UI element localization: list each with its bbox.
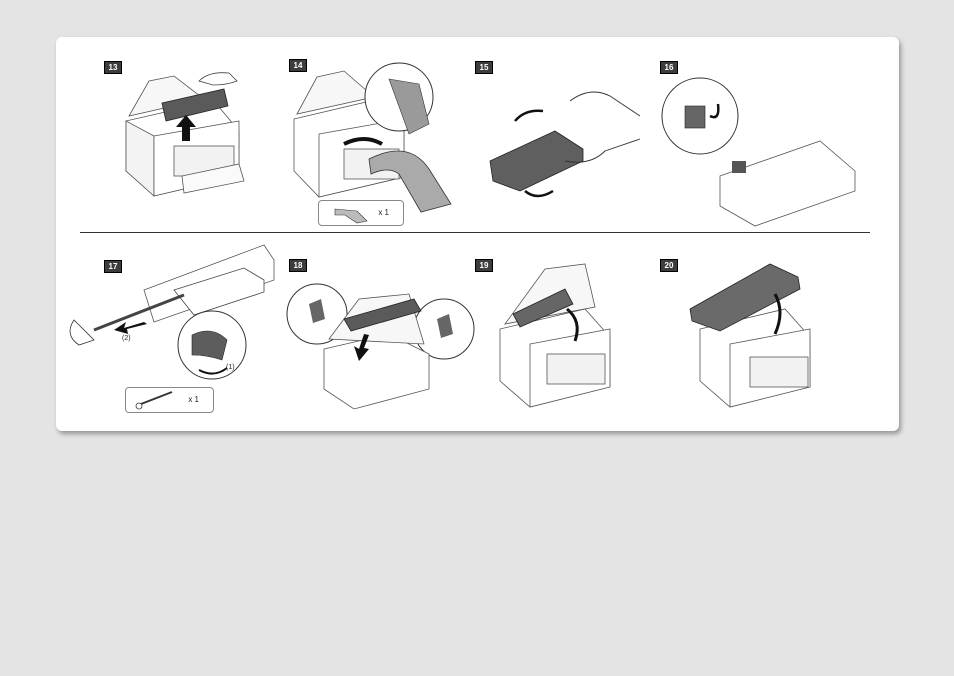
step-13: 13 xyxy=(104,61,284,231)
seal-part-icon xyxy=(130,388,190,412)
arrow-left-icon xyxy=(114,322,147,334)
step-19: 19 xyxy=(475,259,655,429)
step-20: 20 xyxy=(660,259,840,429)
row-divider xyxy=(80,232,870,233)
rotate-arrow-icon xyxy=(515,111,543,121)
hand-icon xyxy=(570,92,640,116)
hand-icon xyxy=(199,73,237,85)
shake-cartridge-illustration xyxy=(475,61,655,231)
insert-cartridge-illustration xyxy=(289,259,469,429)
remove-seal-illustration xyxy=(660,61,840,231)
tape-part-icon xyxy=(325,201,385,225)
rotate-arrow-icon xyxy=(525,191,553,196)
instruction-sheet: 13 14 xyxy=(56,37,899,431)
printer-remove-cartridge-illustration xyxy=(104,61,284,231)
part-quantity: x 1 xyxy=(378,208,389,217)
step-16: 16 xyxy=(660,61,840,231)
close-inner-cover-illustration xyxy=(475,259,655,429)
seal-part-box: x 1 xyxy=(125,387,214,413)
step-18: 18 xyxy=(289,259,469,429)
close-scanner-unit-illustration xyxy=(660,259,840,429)
callout-label-2: (2) xyxy=(122,335,131,342)
step-15: 15 xyxy=(475,61,655,231)
step-17: 17 (2) (1) x 1 xyxy=(104,260,284,430)
part-quantity: x 1 xyxy=(188,395,199,404)
hand-icon xyxy=(70,320,94,345)
step-14: 14 x 1 xyxy=(289,59,469,229)
tape-part-box: x 1 xyxy=(318,200,404,226)
toner-cartridge xyxy=(720,141,855,226)
callout-label-1: (1) xyxy=(226,364,235,371)
toner-cartridge xyxy=(490,131,583,191)
